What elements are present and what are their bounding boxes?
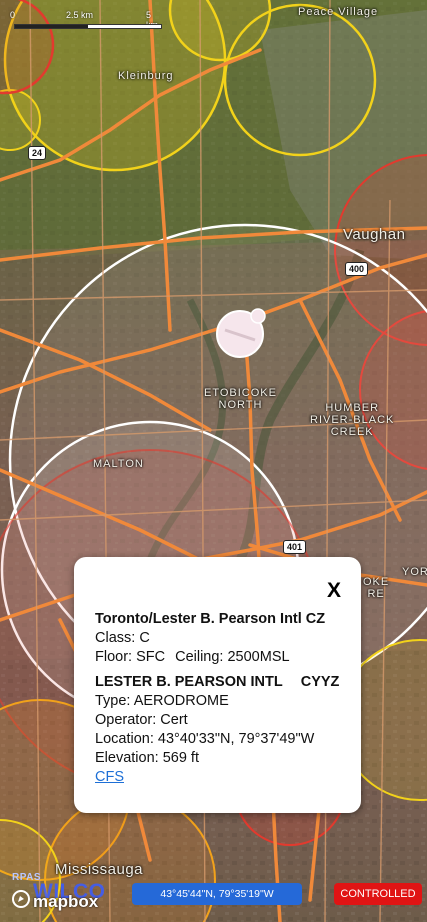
- place-label-kleinburg: Kleinburg: [118, 70, 174, 82]
- urban-area-vaughan: [260, 10, 427, 260]
- advisory-zone-3[interactable]: [223, 3, 377, 157]
- advisory-zone-4[interactable]: [0, 89, 41, 151]
- place-label-partial-right: OKE RE: [363, 576, 390, 600]
- road-diagonal-1: [0, 328, 212, 432]
- close-button[interactable]: X: [326, 579, 341, 602]
- aerodrome-operator: Operator: Cert: [95, 712, 188, 728]
- controlled-zone-top-left[interactable]: [0, 0, 55, 95]
- floor-ceiling-row: Floor: SFC Ceiling: 2500MSL: [95, 648, 357, 667]
- aerodrome-title-row: LESTER B. PEARSON INTL CYYZ: [95, 673, 357, 692]
- airspace-info-popup: X Toronto/Lester B. Pearson Intl CZ Clas…: [74, 557, 361, 813]
- controlled-zone-right-top[interactable]: [334, 154, 427, 346]
- aerodrome-location: Location: 43°40'33"N, 79°37'49"W: [95, 731, 315, 747]
- coordinates-badge[interactable]: 43°45'44"N, 79°35'19"W: [132, 883, 302, 905]
- place-label-malton: MALTON: [93, 458, 144, 470]
- highway-shield-24: 24: [28, 146, 47, 160]
- aerodrome-type: Type: AERODROME: [95, 693, 229, 709]
- aerodrome-name: LESTER B. PEARSON INTL: [95, 674, 283, 690]
- zone-class: Class: C: [95, 630, 150, 646]
- advisory-zone-bottom-left[interactable]: [0, 819, 61, 922]
- popup-body: Toronto/Lester B. Pearson Intl CZ Class:…: [95, 610, 357, 787]
- place-label-humber-river-black-creek: HUMBER RIVER-BLACK CREEK: [310, 402, 395, 438]
- place-label-york-partial: YOR: [402, 566, 427, 578]
- river-valley: [235, 248, 365, 563]
- scale-tick-2-5-km: 2.5 km: [66, 10, 94, 20]
- mapbox-label: mapbox: [33, 891, 99, 911]
- road-east: [298, 298, 402, 522]
- highway-24: [0, 48, 262, 182]
- map-scale-bar: 0 2.5 km 5 km: [10, 8, 162, 30]
- highway-shield-401: 401: [283, 540, 307, 554]
- green-fields-area: [0, 0, 427, 260]
- mapbox-icon: [12, 890, 30, 913]
- controlled-zone-right-mid[interactable]: [359, 310, 427, 470]
- place-label-etobicoke-north: ETOBICOKE NORTH: [204, 387, 277, 411]
- aerodrome-elevation: Elevation: 569 ft: [95, 750, 199, 766]
- scale-bar-line: [14, 24, 162, 29]
- place-label-vaughan: Vaughan: [343, 226, 406, 243]
- airspace-status-badge[interactable]: CONTROLLED: [334, 883, 422, 905]
- zone-ceiling: Ceiling: 2500MSL: [175, 649, 290, 665]
- cfs-link[interactable]: CFS: [95, 769, 124, 785]
- mapbox-logo[interactable]: mapbox: [12, 890, 98, 913]
- rpas-logo-text: RPAS: [12, 872, 42, 883]
- aerodrome-marker[interactable]: [216, 308, 266, 358]
- zone-title: Toronto/Lester B. Pearson Intl CZ: [95, 611, 326, 627]
- highway-shield-400: 400: [345, 262, 369, 276]
- scale-tick-0: 0: [10, 10, 16, 20]
- highway-27: [148, 0, 172, 332]
- wilco-logo-text: WILCO: [33, 880, 106, 903]
- place-label-peace-village: Peace Village: [298, 6, 379, 18]
- zone-floor: Floor: SFC: [95, 649, 166, 665]
- place-label-mississauga: Mississauga: [55, 861, 144, 878]
- aerodrome-code: CYYZ: [300, 674, 340, 690]
- highway-7: [0, 226, 427, 262]
